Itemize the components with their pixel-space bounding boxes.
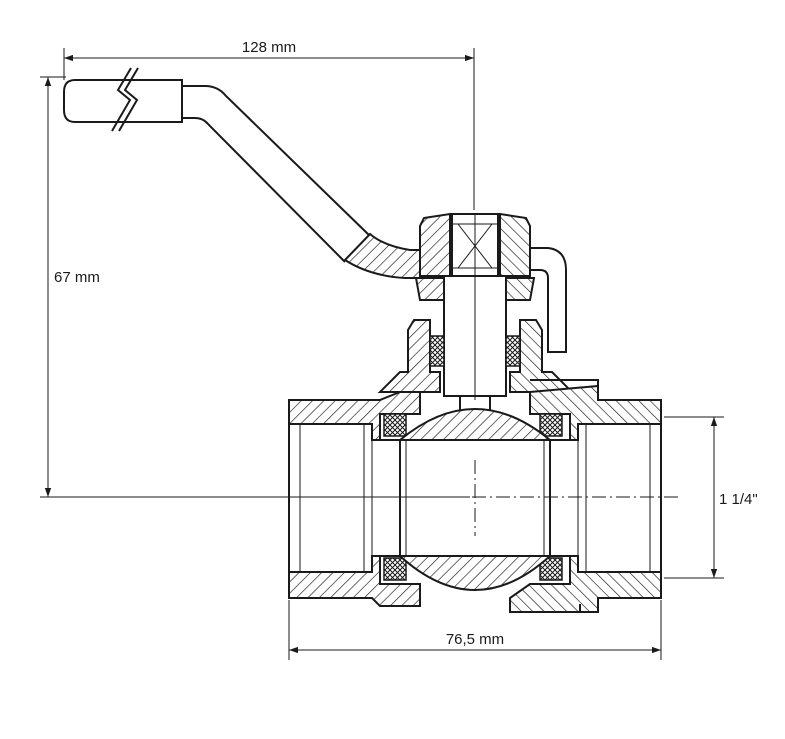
dimension-label-height: 67 mm	[54, 269, 100, 286]
centerlines	[280, 460, 680, 536]
dimension-thread-size: 1 1/4"	[664, 416, 758, 579]
dimension-label-thread-size: 1 1/4"	[719, 491, 758, 508]
dimension-height: 67 mm	[40, 76, 470, 498]
valve-stem-assembly	[377, 212, 575, 423]
valve-handle	[63, 67, 441, 279]
valve-body	[288, 379, 662, 613]
dimension-label-body-length: 76,5 mm	[446, 631, 504, 648]
dimension-handle-length: 128 mm	[63, 39, 475, 210]
dimension-body-length: 76,5 mm	[288, 600, 662, 660]
dimension-label-handle-length: 128 mm	[242, 39, 296, 56]
